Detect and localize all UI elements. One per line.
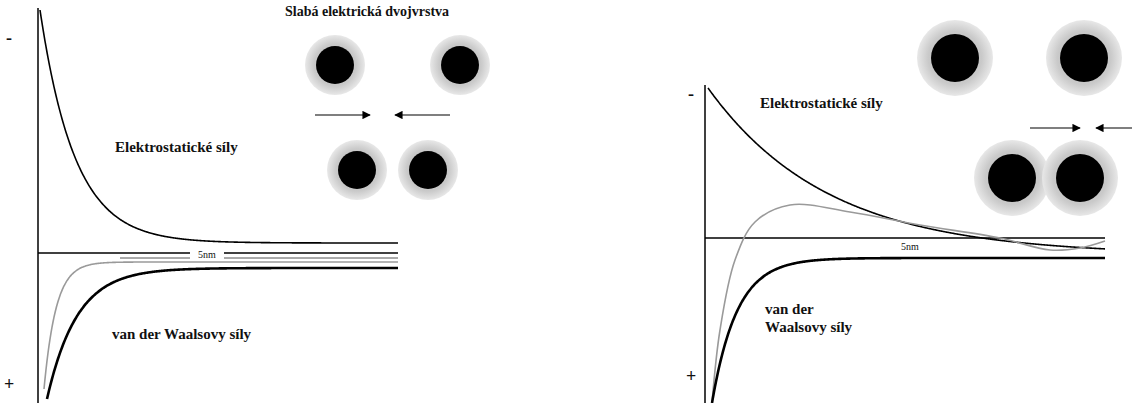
thin-line bbox=[120, 258, 398, 259]
force-label: van der Waalsovy síly bbox=[112, 325, 252, 343]
force-label: van der Waalsovy síly bbox=[765, 300, 877, 336]
total-curve bbox=[712, 204, 1105, 403]
y-axis bbox=[37, 8, 39, 403]
distance-label: 5nm bbox=[893, 241, 927, 253]
total-curve bbox=[44, 262, 398, 389]
sign-label: + bbox=[686, 366, 704, 388]
title-label: Slabá elektrická dvojvrstva bbox=[285, 4, 505, 21]
electrostatic-curve bbox=[40, 10, 398, 243]
y-axis bbox=[704, 85, 706, 403]
force-label: Elektrostatické síly bbox=[760, 94, 885, 112]
particles bbox=[305, 35, 490, 200]
van-der-waals-curve bbox=[712, 258, 1105, 403]
x-axis bbox=[705, 237, 1105, 239]
sign-label: + bbox=[4, 374, 24, 396]
distance-label: 5nm bbox=[190, 249, 224, 261]
sign-label: - bbox=[688, 84, 704, 106]
sign-label: - bbox=[6, 28, 26, 50]
van-der-waals-curve bbox=[47, 268, 398, 399]
particles bbox=[917, 20, 1132, 216]
force-label: Elektrostatické síly bbox=[115, 138, 240, 156]
